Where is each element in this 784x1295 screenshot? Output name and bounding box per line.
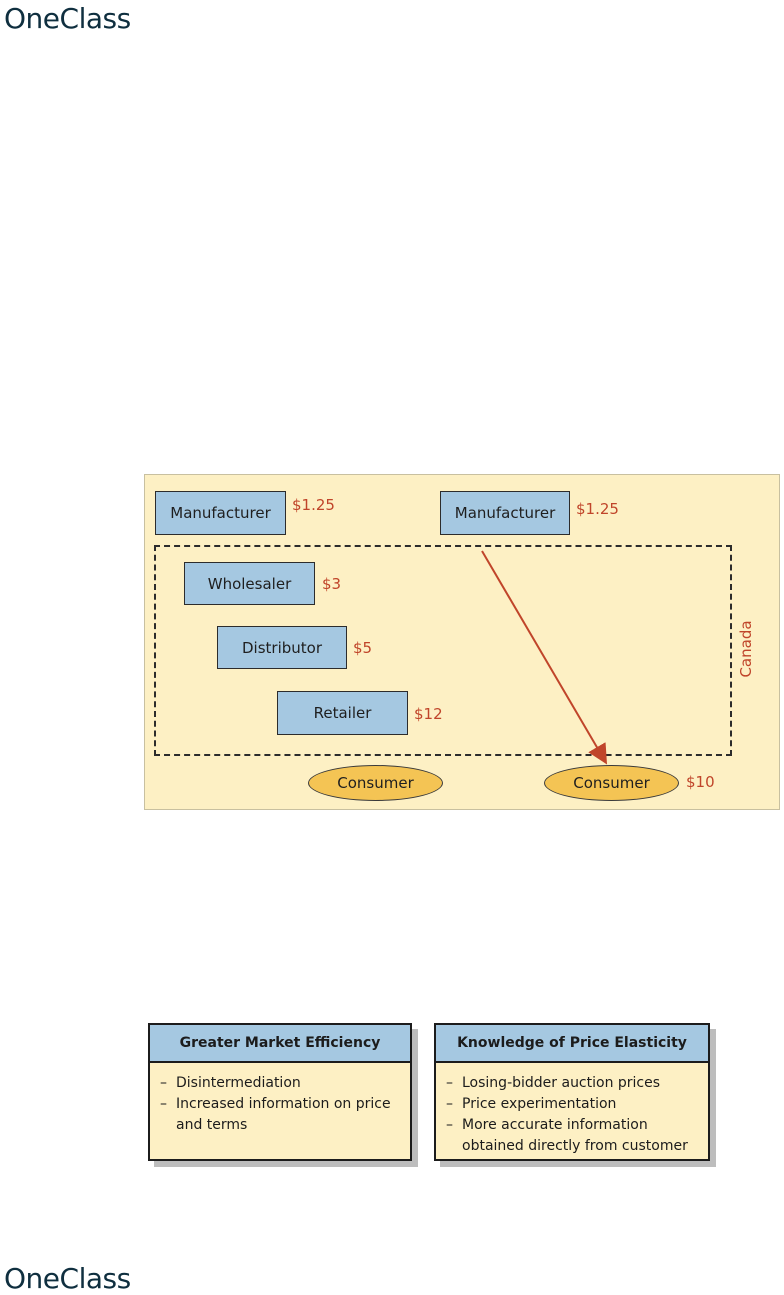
- market-efficiency-list: Disintermediation Increased information …: [150, 1063, 410, 1136]
- market-efficiency-card: Greater Market Efficiency Disintermediat…: [148, 1023, 412, 1161]
- oneclass-logo-top: OneClass: [4, 2, 131, 35]
- wholesaler-price: $3: [322, 575, 342, 593]
- right-manufacturer-box: Manufacturer: [440, 491, 570, 535]
- oneclass-logo-bottom: OneClass: [4, 1262, 131, 1295]
- list-item: Price experimentation: [446, 1094, 700, 1115]
- price-elasticity-list: Losing-bidder auction prices Price exper…: [436, 1063, 708, 1157]
- left-manufacturer-box: Manufacturer: [155, 491, 286, 535]
- retailer-box: Retailer: [277, 691, 408, 735]
- logo-text: OneClass: [4, 1262, 131, 1295]
- retailer-price: $12: [414, 705, 443, 723]
- distributor-box: Distributor: [217, 626, 347, 669]
- market-efficiency-title: Greater Market Efficiency: [150, 1025, 410, 1063]
- right-consumer-ellipse: Consumer: [544, 765, 679, 801]
- wholesaler-box: Wholesaler: [184, 562, 315, 605]
- left-consumer-ellipse: Consumer: [308, 765, 443, 801]
- list-item: Increased information on price and terms: [160, 1094, 402, 1136]
- right-consumer-price: $10: [686, 773, 715, 791]
- canada-region-border: [154, 545, 732, 756]
- price-elasticity-title: Knowledge of Price Elasticity: [436, 1025, 708, 1063]
- left-manufacturer-price: $1.25: [292, 496, 335, 514]
- logo-text: OneClass: [4, 2, 131, 35]
- list-item: More accurate information obtained direc…: [446, 1115, 700, 1157]
- list-item: Losing-bidder auction prices: [446, 1073, 700, 1094]
- distributor-price: $5: [353, 639, 373, 657]
- right-manufacturer-price: $1.25: [576, 500, 619, 518]
- price-elasticity-card: Knowledge of Price Elasticity Losing-bid…: [434, 1023, 710, 1161]
- list-item: Disintermediation: [160, 1073, 402, 1094]
